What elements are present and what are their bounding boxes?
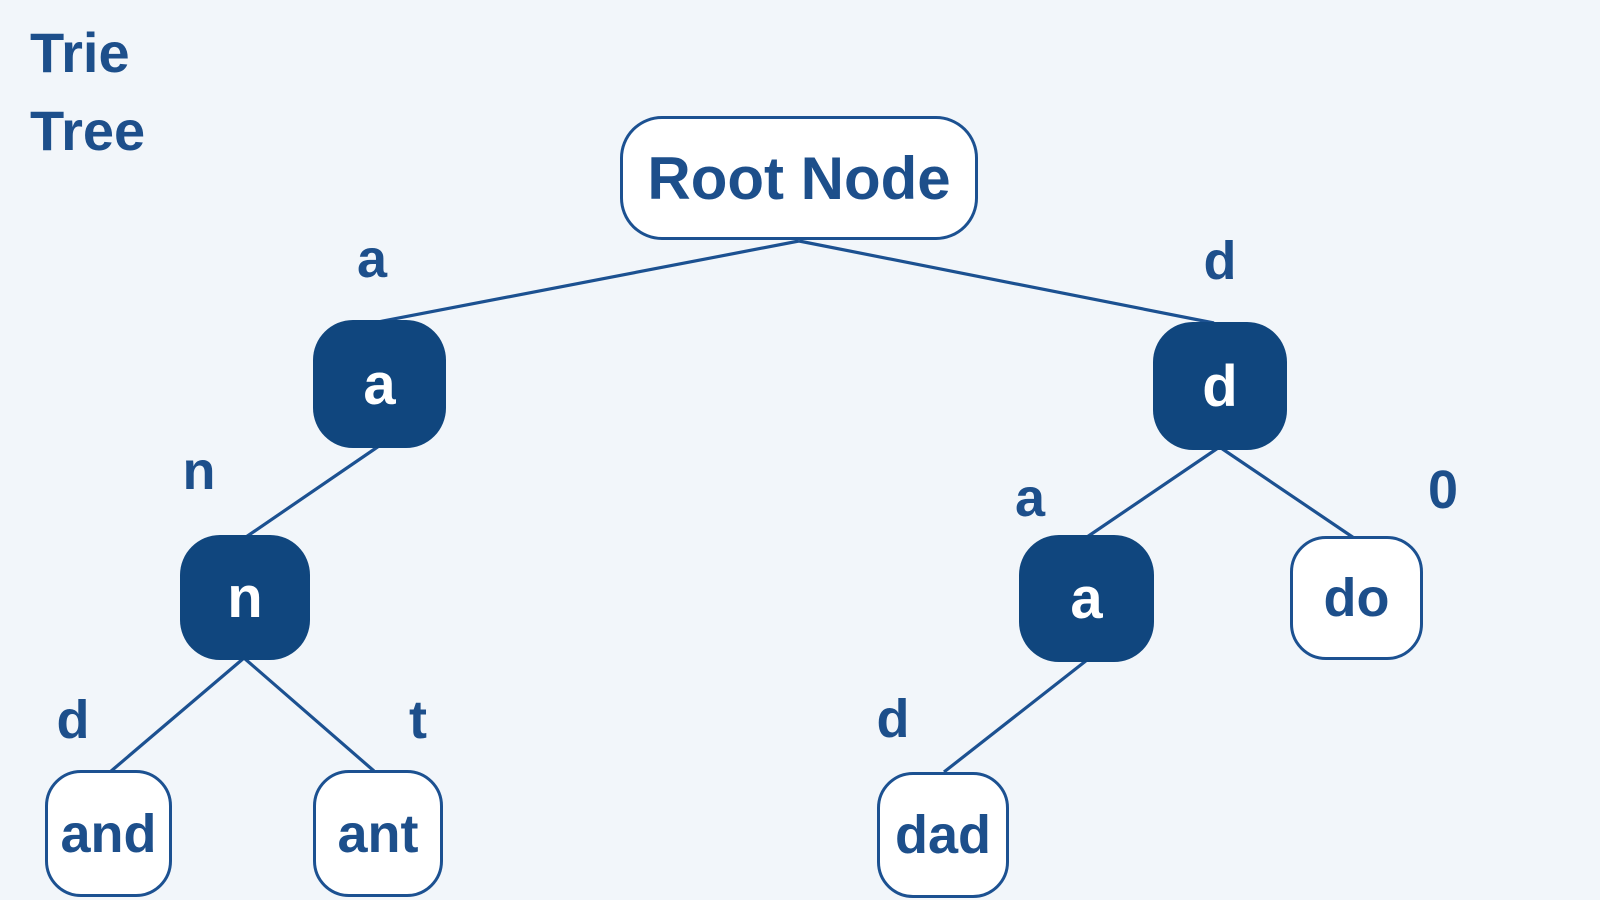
node-and-label: and [60,803,157,864]
edge-label-t-to-ant: t [409,690,427,750]
node-n-label: n [227,565,263,630]
edge-label-d-to-and: d [56,690,90,750]
edge-label-n: n [182,441,216,501]
node-a-right: a [1019,535,1154,662]
edge-a1-n1 [245,444,380,539]
node-ant-leaf: ant [313,770,443,897]
edge-a2-dad [943,658,1088,774]
node-root-label: Root Node [647,144,951,212]
edge-d1-a2 [1086,446,1219,539]
edge-label-d-to-dad: d [876,689,910,749]
edge-n1-and [108,656,246,774]
node-a-right-label: a [1070,566,1103,631]
title-line-1: Trie [30,21,130,84]
edge-label-d-root-right: d [1203,231,1237,291]
edge-label-0-to-do: 0 [1427,460,1459,520]
node-n: n [180,535,310,660]
diagram-title: Trie Tree [30,14,145,170]
node-do-leaf: do [1290,536,1423,660]
node-root: Root Node [620,116,978,240]
node-do-label: do [1323,568,1390,628]
edge-d1-do [1220,446,1355,540]
node-d-right: d [1153,322,1287,450]
edge-label-a-root-left: a [356,229,388,289]
node-and-leaf: and [45,770,172,897]
node-dad-leaf: dad [877,772,1009,898]
node-a-left-label: a [363,351,396,417]
edge-label-a-to-a: a [1014,468,1046,528]
node-d-right-label: d [1202,353,1238,419]
edge-root-a1 [377,239,800,324]
title-line-2: Tree [30,99,146,162]
node-dad-label: dad [894,805,991,865]
node-a-left: a [313,320,446,448]
edge-n1-ant [242,656,376,773]
node-ant-label: ant [337,803,419,864]
edge-root-d1 [798,239,1215,325]
